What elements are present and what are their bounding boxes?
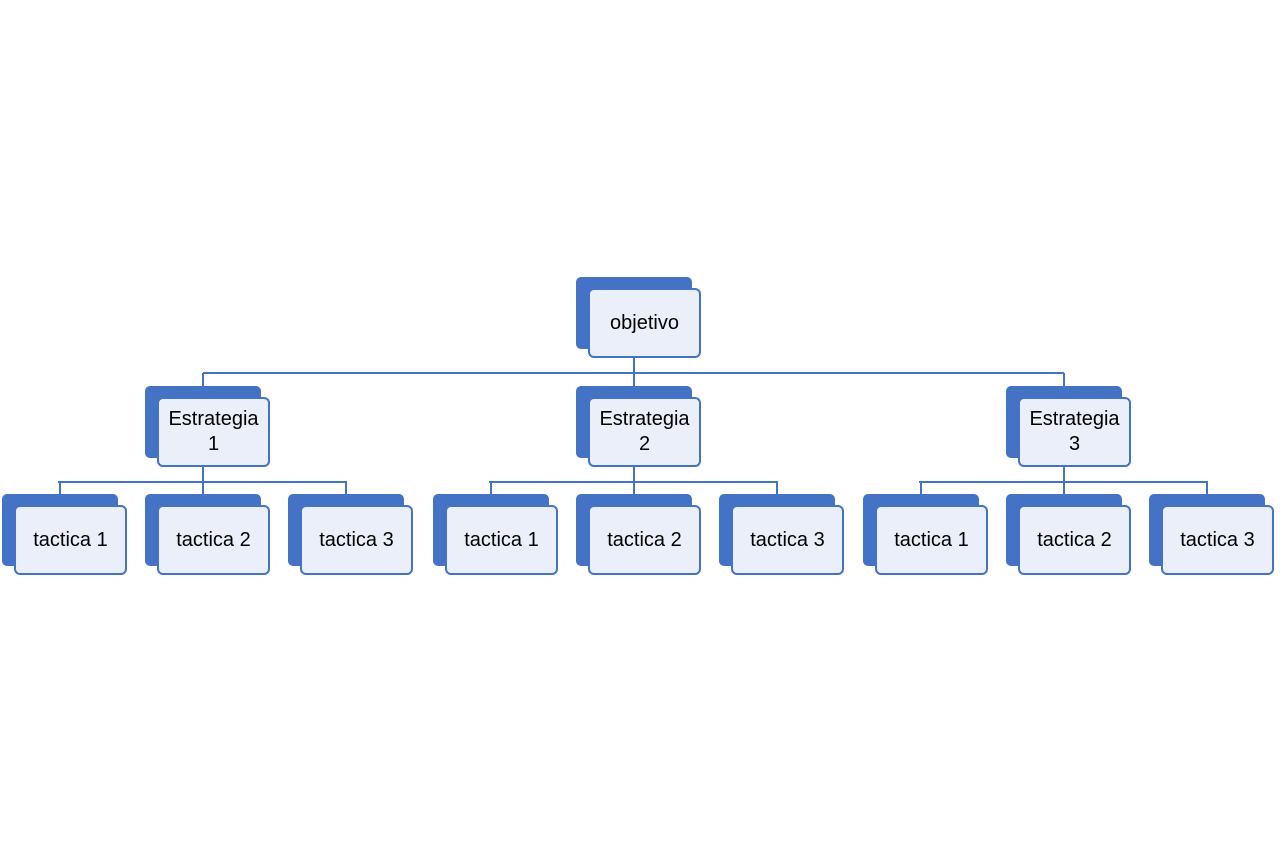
tactic-node-2-2-label: tactica 2	[588, 505, 701, 575]
tactic-node-2-1-label: tactica 1	[445, 505, 558, 575]
tactic-node-2-3-label: tactica 3	[731, 505, 844, 575]
tactic-node-3-3-label: tactica 3	[1161, 505, 1274, 575]
strategy-node-3-label: Estrategia 3	[1018, 397, 1131, 467]
tactic-node-3-2-label: tactica 2	[1018, 505, 1131, 575]
tactic-node-1-1-label: tactica 1	[14, 505, 127, 575]
tactic-node-3-1-label: tactica 1	[875, 505, 988, 575]
tactic-node-1-3-label: tactica 3	[300, 505, 413, 575]
root-node-objetivo-label: objetivo	[588, 288, 701, 358]
tactic-node-1-2-label: tactica 2	[157, 505, 270, 575]
strategy-node-1-label: Estrategia 1	[157, 397, 270, 467]
strategy-node-2-label: Estrategia 2	[588, 397, 701, 467]
